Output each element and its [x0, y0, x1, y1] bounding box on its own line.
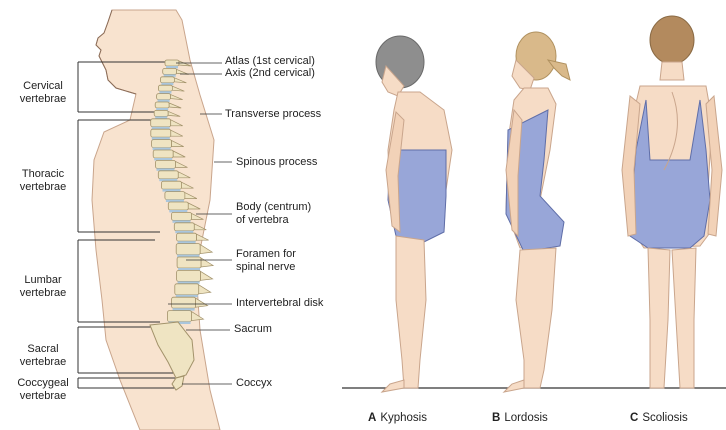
vertebra-body	[151, 119, 171, 127]
vertebra-body	[151, 129, 171, 137]
vertebra-body	[153, 150, 173, 158]
callout-intervertebral-disk: Intervertebral disk	[236, 297, 323, 310]
region-coccygeal-line2: vertebrae	[6, 390, 80, 403]
vertebra-body	[172, 297, 196, 308]
caption-b-letter: B	[492, 412, 500, 424]
caption-c-letter: C	[630, 412, 638, 424]
callout-body-line2: of vertebra	[236, 214, 311, 227]
caption-b-text: Lordosis	[504, 412, 547, 424]
spinous-process	[196, 298, 208, 307]
caption-a: A Kyphosis	[368, 412, 427, 424]
region-lumbar-line1: Lumbar	[12, 274, 74, 287]
body-silhouette	[92, 10, 220, 430]
figure-kyphosis	[376, 36, 452, 392]
spine-panel	[78, 10, 232, 430]
callout-axis: Axis (2nd cervical)	[225, 67, 315, 80]
vertebra-body	[162, 181, 182, 189]
region-thoracic-line1: Thoracic	[12, 168, 74, 181]
vertebra-body	[168, 311, 192, 322]
region-thoracic-line2: vertebrae	[12, 181, 74, 194]
callout-sacrum: Sacrum	[234, 323, 272, 336]
callout-coccyx: Coccyx	[236, 377, 272, 390]
vertebra-body	[177, 257, 201, 268]
region-thoracic: Thoracic vertebrae	[12, 168, 74, 194]
caption-c: C Scoliosis	[630, 412, 688, 424]
region-lumbar: Lumbar vertebrae	[12, 274, 74, 300]
caption-a-text: Kyphosis	[380, 412, 427, 424]
vertebra-body	[156, 160, 176, 168]
callout-spinous-process: Spinous process	[236, 156, 317, 169]
vertebra-body	[165, 192, 185, 200]
region-coccygeal: Coccygeal vertebrae	[6, 377, 80, 403]
vertebra-body	[154, 110, 168, 116]
region-sacral: Sacral vertebrae	[12, 343, 74, 369]
region-cervical-line2: vertebrae	[12, 93, 74, 106]
spinous-process	[201, 258, 213, 267]
caption-b: B Lordosis	[492, 412, 548, 424]
spinous-process	[200, 245, 212, 254]
region-cervical: Cervical vertebrae	[12, 80, 74, 106]
vertebra-body	[172, 212, 192, 220]
vertebra-body	[155, 102, 169, 108]
vertebra-body	[177, 270, 201, 281]
callout-body: Body (centrum) of vertebra	[236, 201, 311, 227]
vertebra-body	[152, 140, 172, 148]
region-lumbar-line2: vertebrae	[12, 287, 74, 300]
vertebra-body	[158, 171, 178, 179]
caption-a-letter: A	[368, 412, 376, 424]
vertebra-body	[174, 223, 194, 231]
vertebra-body	[163, 68, 177, 74]
callout-body-line1: Body (centrum)	[236, 201, 311, 214]
region-cervical-line1: Cervical	[12, 80, 74, 93]
vertebra-body	[168, 202, 188, 210]
region-sacral-line2: vertebrae	[12, 356, 74, 369]
vertebra-body	[157, 94, 171, 100]
vertebra-body	[177, 233, 197, 241]
figure-lordosis	[504, 32, 570, 392]
callout-foramen: Foramen for spinal nerve	[236, 248, 296, 274]
figure-scoliosis	[622, 16, 722, 388]
callout-foramen-line1: Foramen for	[236, 248, 296, 261]
callout-transverse-process: Transverse process	[225, 108, 321, 121]
region-coccygeal-line1: Coccygeal	[6, 377, 80, 390]
caption-c-text: Scoliosis	[642, 412, 687, 424]
spinous-process	[201, 271, 213, 280]
vertebra-body	[176, 244, 200, 255]
callout-foramen-line2: spinal nerve	[236, 261, 296, 274]
vertebra-body	[160, 77, 174, 83]
spinous-process	[199, 285, 211, 294]
vertebra-body	[158, 85, 172, 91]
region-sacral-line1: Sacral	[12, 343, 74, 356]
vertebra-body	[175, 284, 199, 295]
